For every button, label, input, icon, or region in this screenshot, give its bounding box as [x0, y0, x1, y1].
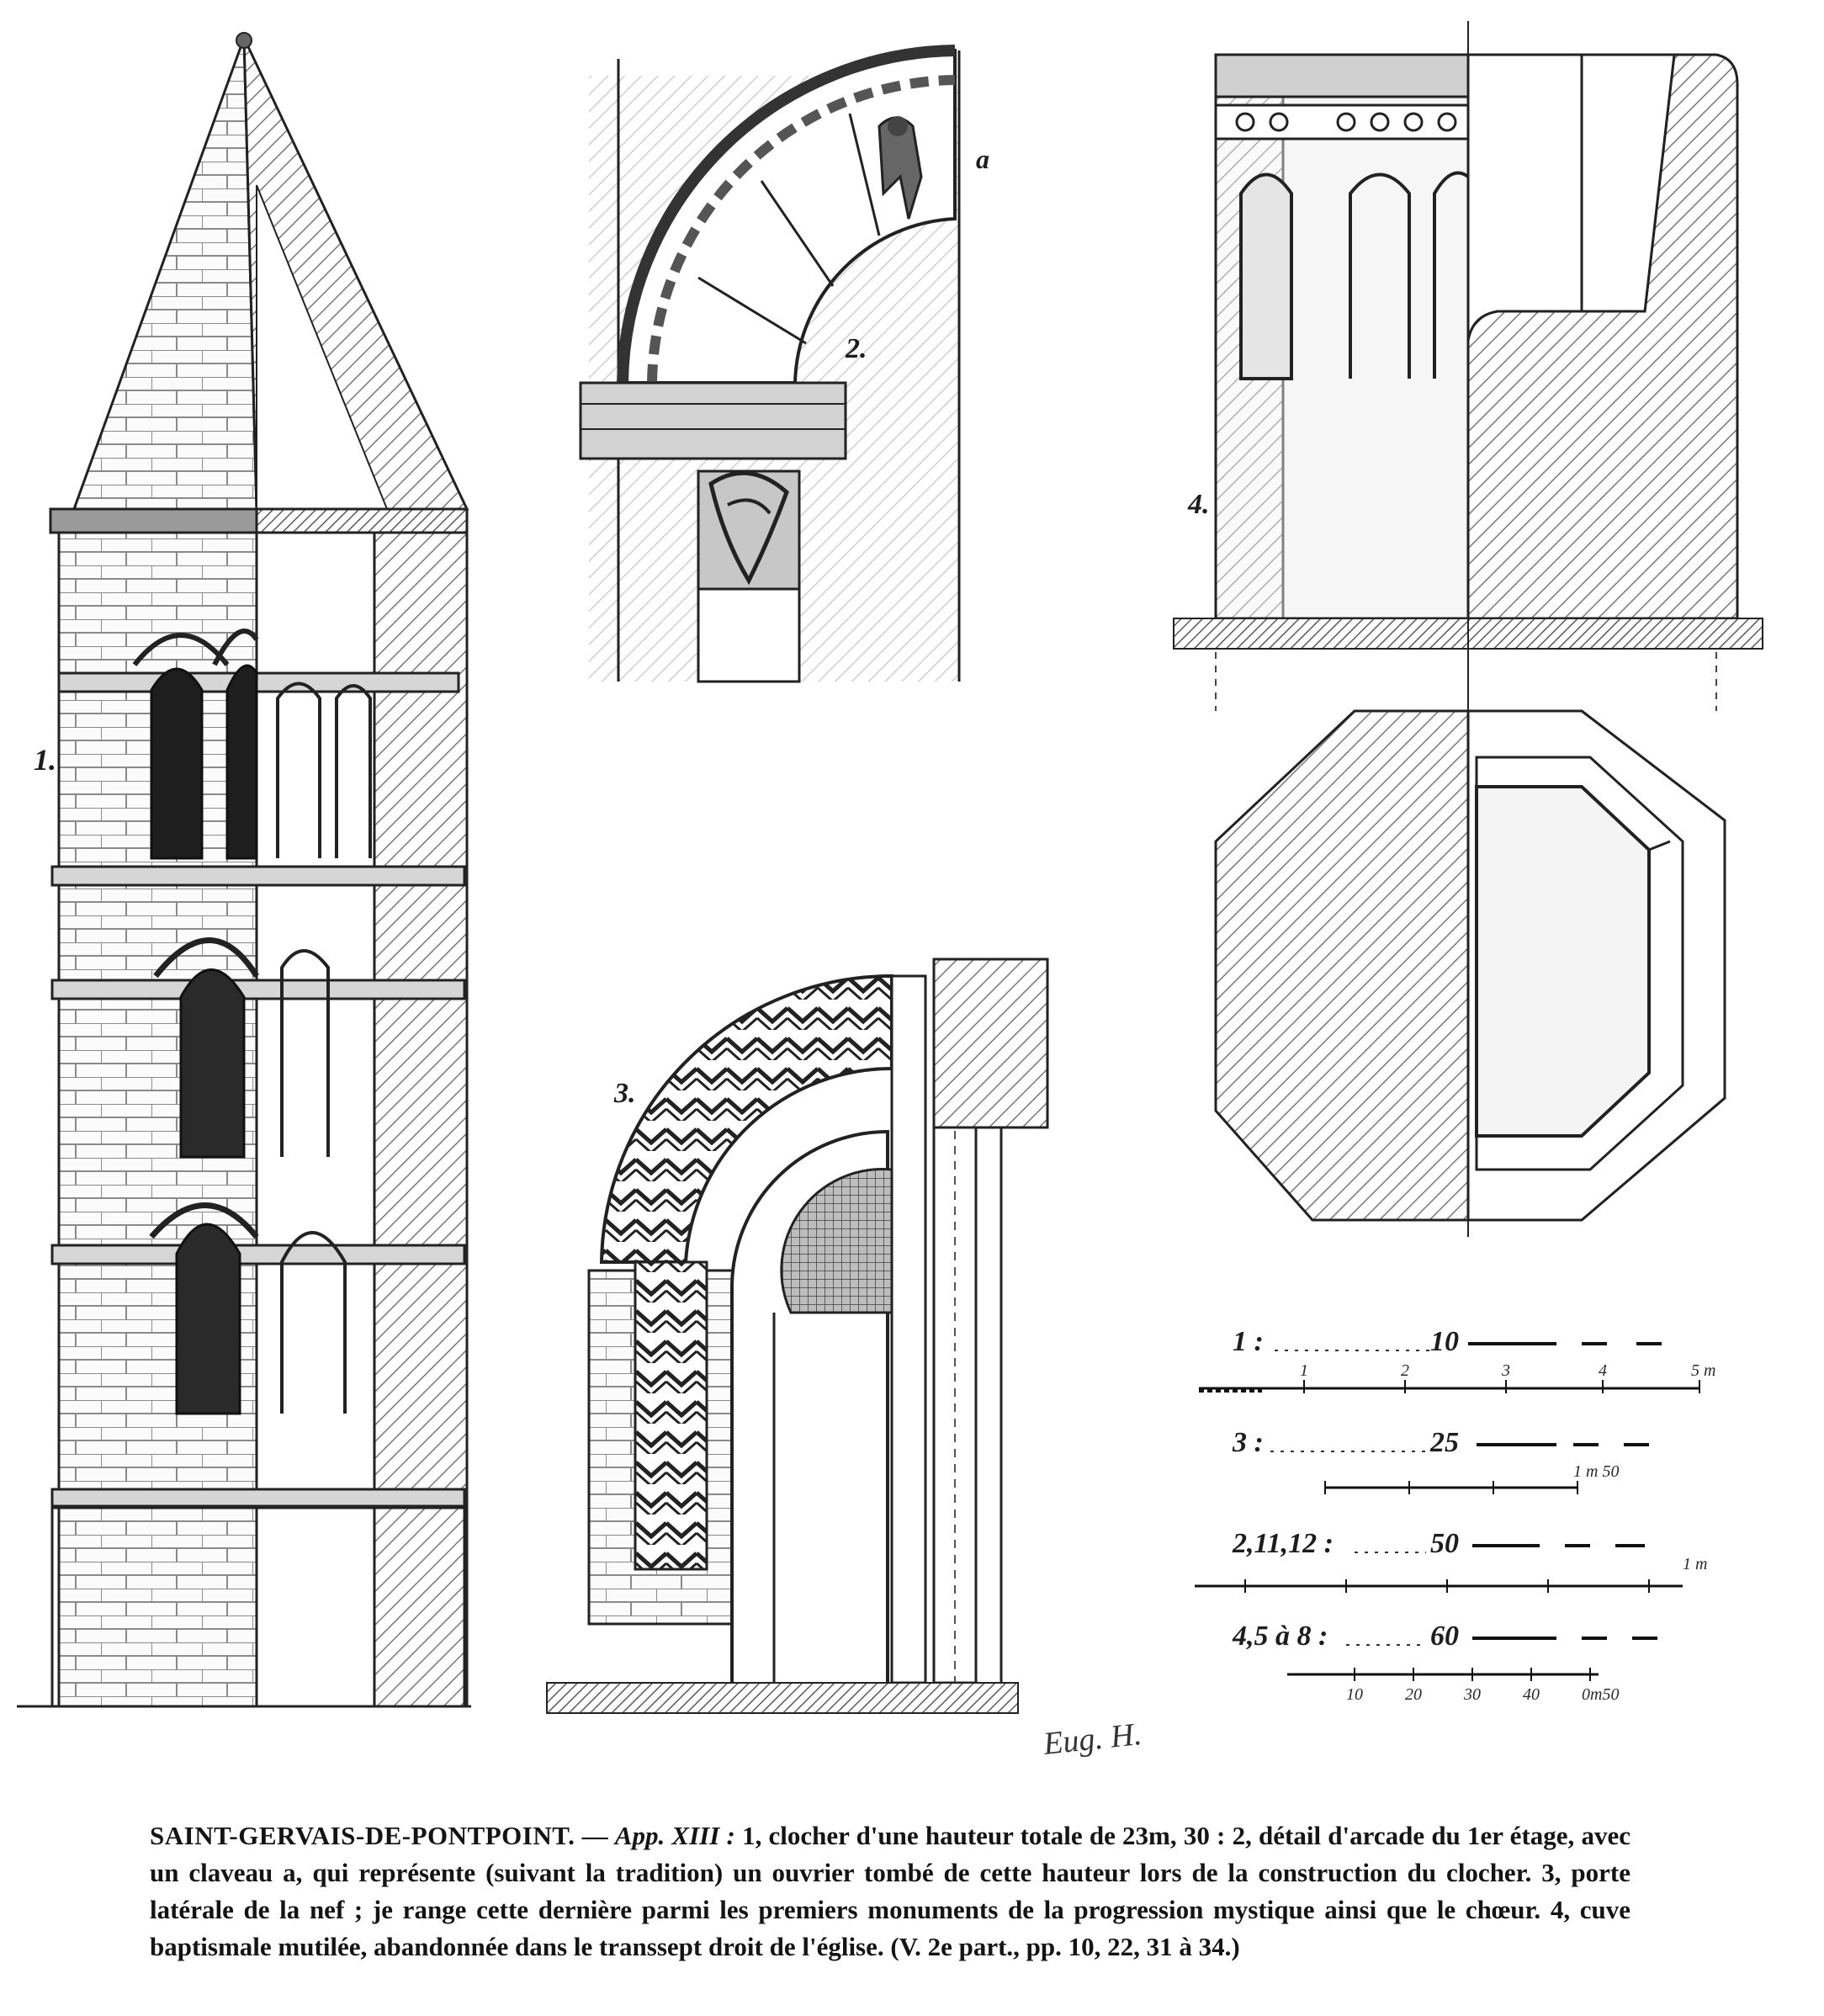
tower-shaded-side: [373, 531, 469, 1708]
svg-text:2,11,12 :: 2,11,12 :: [1232, 1528, 1334, 1559]
fig3-label: 3.: [613, 1078, 636, 1109]
scale-bars: 1 : 10 1 2 3 4 5 m 3 : 25: [1195, 1326, 1715, 1704]
scale-4-5-8: 4,5 à 8 : 60 10 20 30 40 0m50: [1232, 1621, 1657, 1704]
svg-text:40: 40: [1523, 1685, 1540, 1704]
claveau-falling-worker: [878, 116, 923, 220]
plate-caption: SAINT-GERVAIS-DE-PONTPOINT. — App. XIII …: [150, 1817, 1630, 1966]
door-ground: [546, 1682, 1019, 1714]
svg-text:3: 3: [1501, 1361, 1510, 1380]
svg-text:25: 25: [1429, 1427, 1459, 1458]
svg-text:30: 30: [1463, 1685, 1481, 1704]
svg-text:1: 1: [1300, 1361, 1308, 1380]
impost-block: [579, 381, 847, 460]
chevron-jamb: [634, 1260, 708, 1571]
svg-text:1 m: 1 m: [1683, 1555, 1707, 1573]
tower-shaft-right: [255, 531, 376, 1708]
svg-text:20: 20: [1405, 1685, 1422, 1704]
fig4-label: 4.: [1187, 489, 1210, 520]
caption-appendix-ref: App. XIII :: [614, 1821, 735, 1850]
caption-title: SAINT-GERVAIS-DE-PONTPOINT.: [150, 1821, 575, 1850]
engraving-plate: 1. a 2.: [17, 21, 1763, 1714]
svg-text:60: 60: [1430, 1621, 1459, 1652]
tower-opening-middle: [179, 968, 246, 1159]
claveau-label: a: [976, 144, 989, 174]
fig3-side-door: 3.: [546, 958, 1049, 1714]
svg-text:1 :: 1 :: [1233, 1326, 1264, 1357]
svg-text:2: 2: [1401, 1361, 1409, 1380]
tower-cornice: [49, 507, 258, 534]
scale-3: 3 : 25 1 m 50: [1232, 1427, 1649, 1494]
font-elevation: [1173, 53, 1763, 650]
spire-left: [72, 37, 258, 511]
svg-text:10: 10: [1430, 1326, 1459, 1357]
scale-2-11-12: 2,11,12 : 50 1 m: [1195, 1528, 1707, 1593]
tower-opening-upper-2: [225, 664, 258, 860]
tower-opening-upper-1: [150, 667, 204, 860]
door-tympanum-grid: [780, 1168, 893, 1314]
fig1-bell-tower: 1.: [17, 32, 471, 1708]
svg-text:3 :: 3 :: [1232, 1427, 1264, 1458]
svg-text:0m50: 0m50: [1582, 1685, 1619, 1704]
caption-dash: —: [581, 1821, 608, 1850]
svg-text:10: 10: [1346, 1685, 1363, 1704]
fig1-label: 1.: [34, 743, 56, 777]
spire-finial: [236, 32, 252, 49]
tower-opening-lower: [175, 1223, 241, 1415]
chevron-archivolt: [599, 974, 893, 1264]
svg-text:5 m: 5 m: [1691, 1361, 1715, 1380]
svg-text:50: 50: [1430, 1528, 1459, 1559]
scale-1: 1 : 10 1 2 3 4 5 m: [1199, 1326, 1715, 1393]
svg-text:4,5 à 8 :: 4,5 à 8 :: [1232, 1621, 1328, 1652]
fig2-arcade-detail: a 2.: [579, 45, 989, 683]
font-plan: [1214, 709, 1726, 1222]
caption-body: 1, clocher d'une hauteur totale de 23m, …: [150, 1821, 1631, 1961]
svg-text:4: 4: [1599, 1361, 1607, 1380]
fig2-label: 2.: [845, 333, 867, 364]
svg-text:1 m 50: 1 m 50: [1573, 1462, 1619, 1481]
fig4-baptismal-font: 4.: [1173, 21, 1763, 1237]
